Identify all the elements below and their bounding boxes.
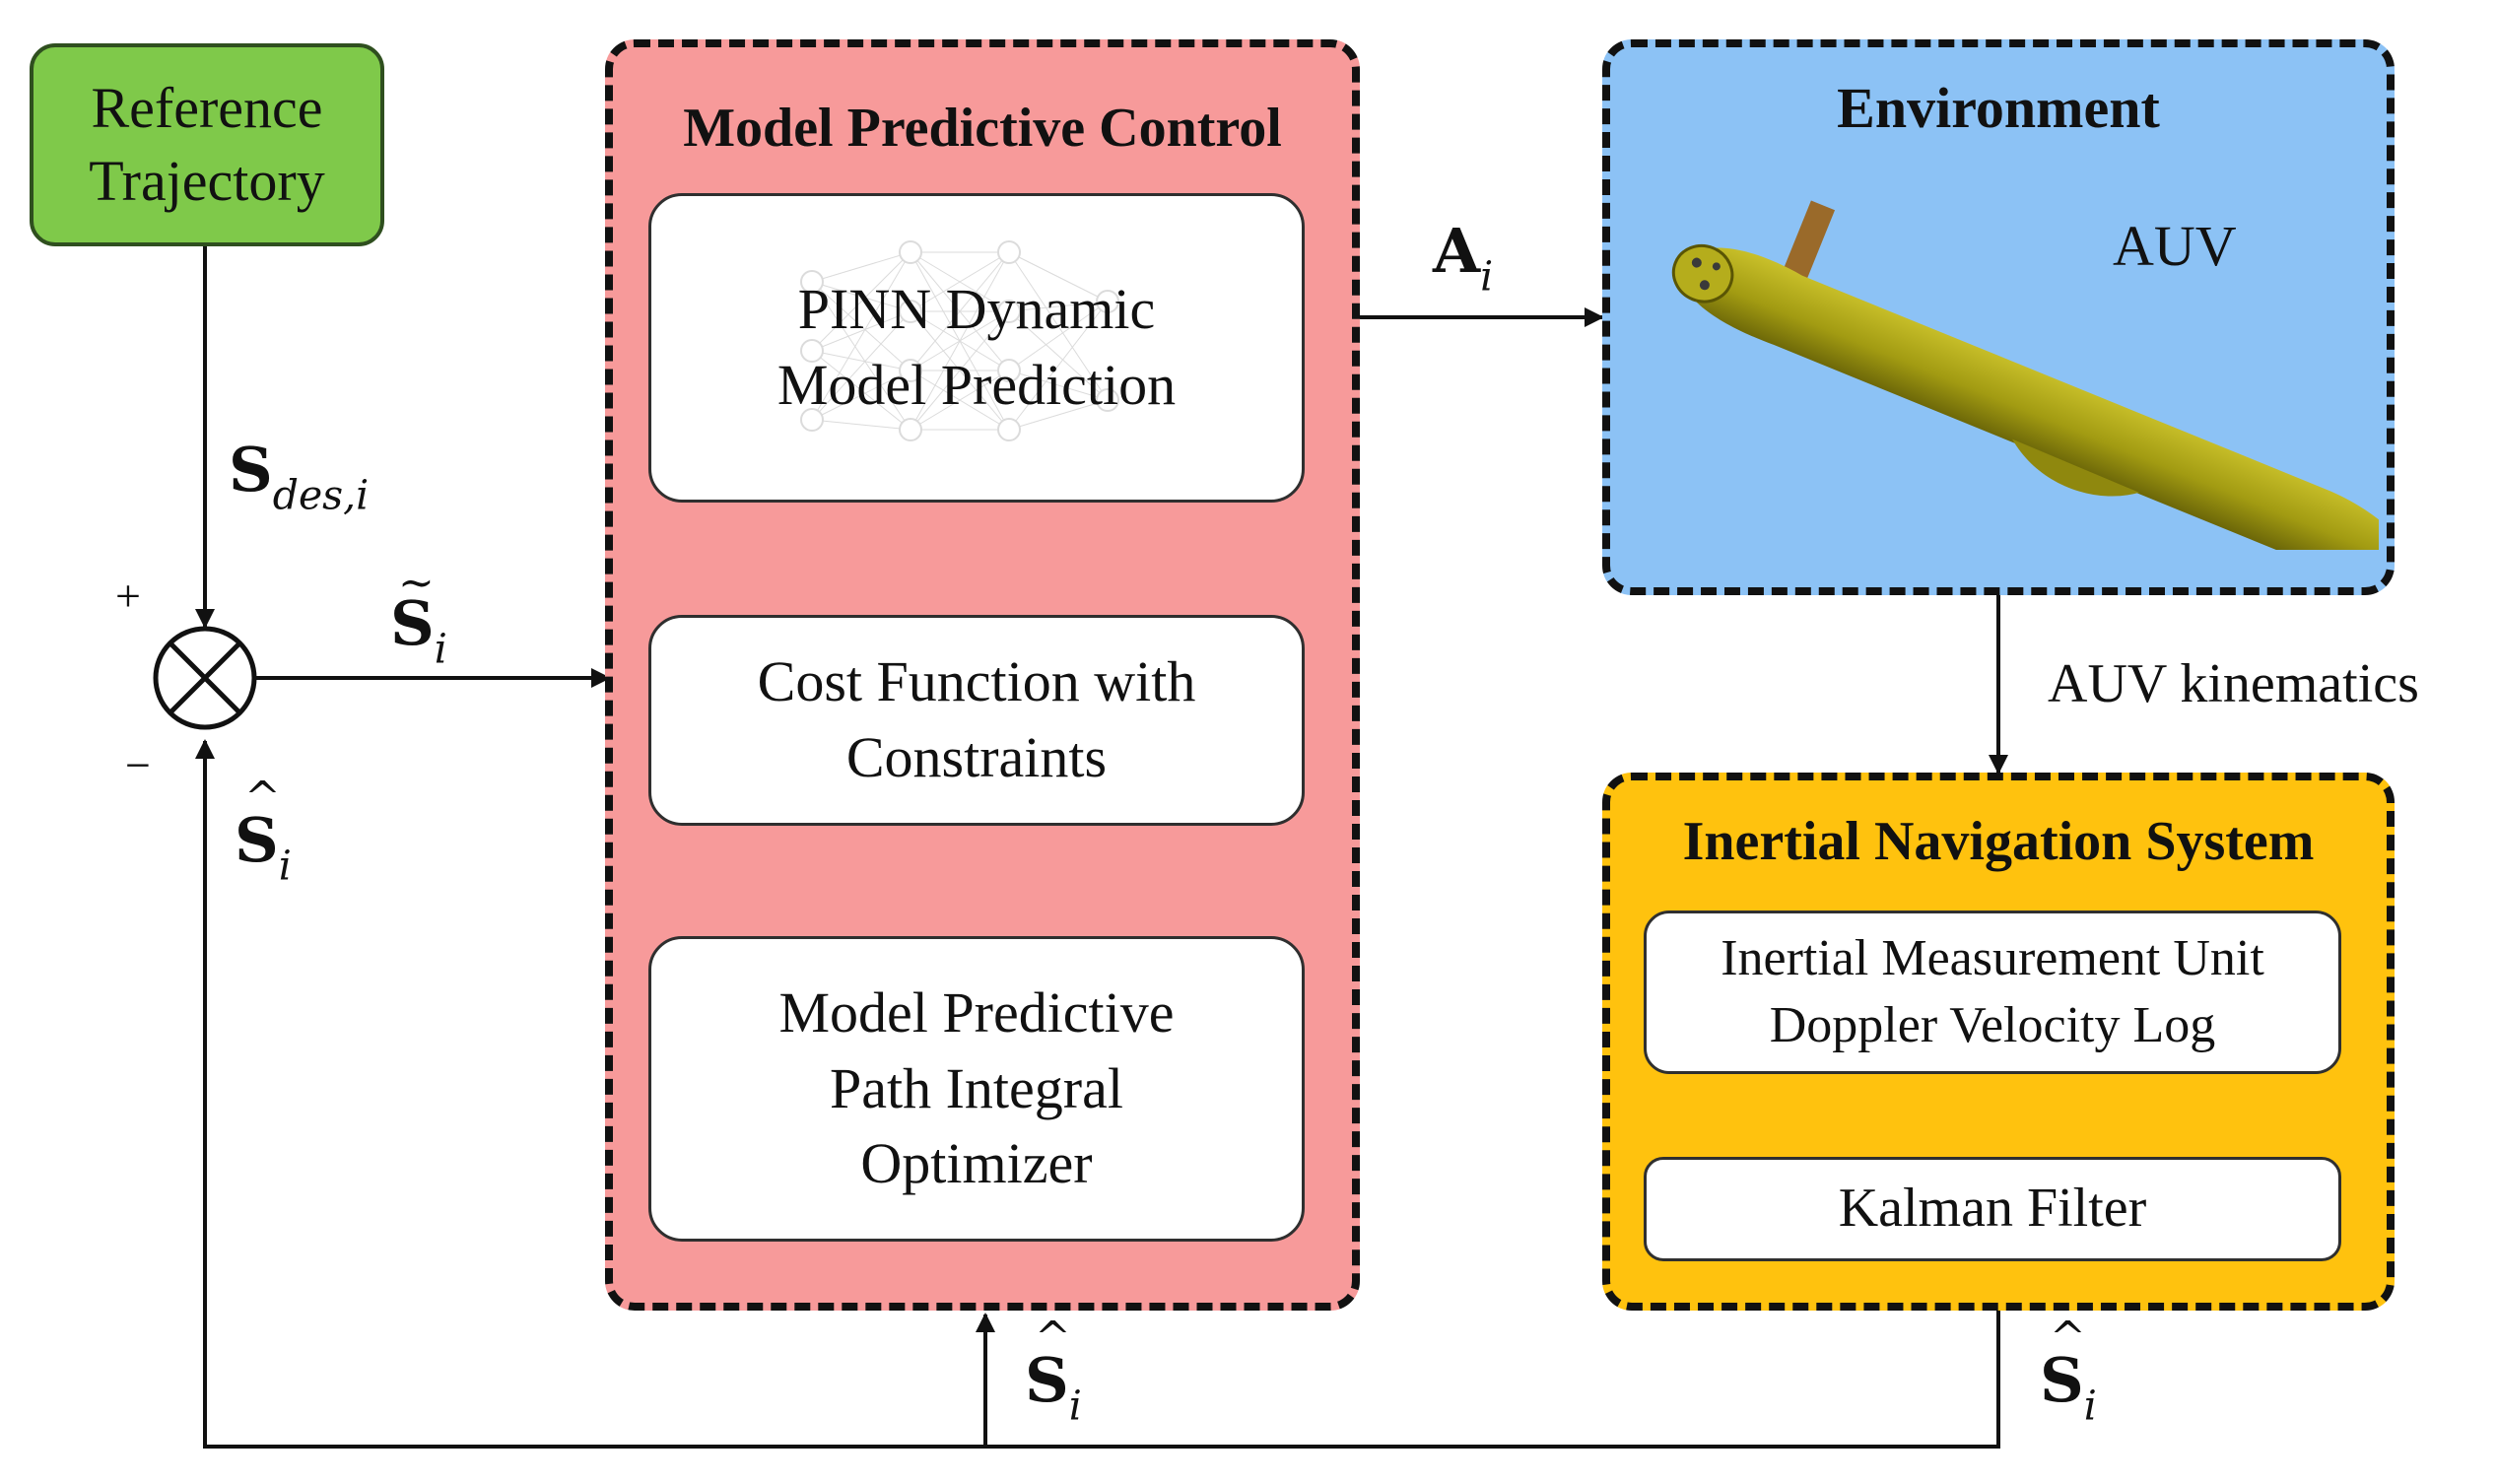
cost-function-block: Cost Function with Constraints bbox=[648, 615, 1305, 826]
plus-sign: + bbox=[115, 571, 141, 621]
kalman-filter-label: Kalman Filter bbox=[1838, 1178, 2147, 1240]
imu-dvl-block: Inertial Measurement Unit Doppler Veloci… bbox=[1644, 911, 2341, 1074]
s-hat-label-bottom: ^ S i bbox=[1025, 1313, 1082, 1430]
auv-label: AUV bbox=[2113, 214, 2237, 278]
imu-dvl-label: Inertial Measurement Unit Doppler Veloci… bbox=[1721, 930, 2264, 1053]
reference-trajectory-block: Reference Trajectory bbox=[30, 43, 384, 246]
environment-block: Environment AUV bbox=[1602, 39, 2395, 595]
environment-title: Environment bbox=[1837, 76, 2160, 140]
pinn-label: PINN Dynamic Model Prediction bbox=[776, 277, 1177, 417]
pinn-block: PINN Dynamic Model Prediction bbox=[648, 193, 1305, 503]
mppi-optimizer-block: Model Predictive Path Integral Optimizer bbox=[648, 936, 1305, 1242]
auv-icon bbox=[1671, 200, 2379, 550]
cost-function-label: Cost Function with Constraints bbox=[757, 649, 1196, 789]
action-label: Ai bbox=[1433, 215, 1494, 301]
mpc-title: Model Predictive Control bbox=[683, 98, 1282, 159]
s-hat-label-right: ^ S i bbox=[2040, 1313, 2097, 1430]
mppi-optimizer-label: Model Predictive Path Integral Optimizer bbox=[778, 980, 1175, 1196]
reference-trajectory-label: Reference Trajectory bbox=[89, 75, 325, 213]
s-des-label: Sdes,i bbox=[229, 434, 370, 519]
kalman-filter-block: Kalman Filter bbox=[1644, 1157, 2341, 1261]
neural-network-icon bbox=[800, 240, 1119, 441]
feedback-line bbox=[195, 739, 2000, 1449]
minus-sign: − bbox=[125, 740, 151, 790]
s-hat-label-left: ^ S i bbox=[235, 773, 292, 890]
summing-junction bbox=[153, 626, 257, 730]
ins-title: Inertial Navigation System bbox=[1682, 811, 2315, 872]
auv-kinematics-label: AUV kinematics bbox=[2048, 653, 2419, 714]
s-tilde-label: ~ S i bbox=[390, 558, 447, 673]
